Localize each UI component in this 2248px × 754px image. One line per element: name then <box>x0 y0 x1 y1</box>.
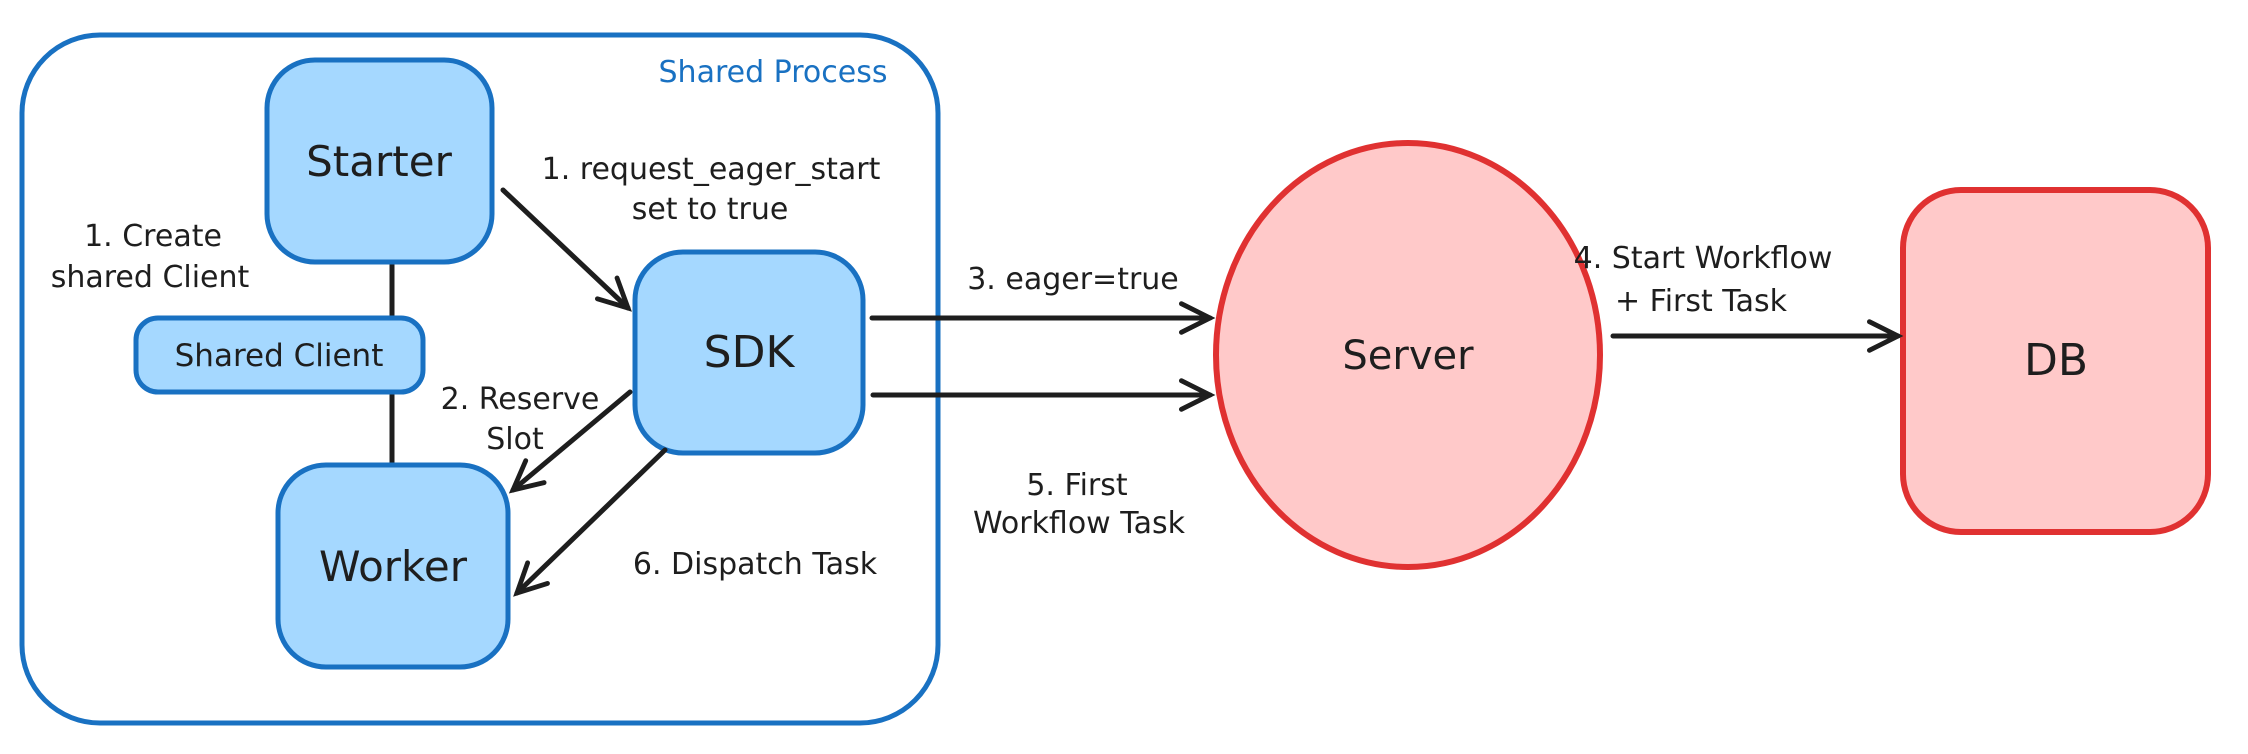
starter-node <box>264 57 495 265</box>
label-request-eager-start-line2: set to true <box>632 192 789 227</box>
shared-process-label: Shared Process <box>659 55 888 90</box>
shared-client-node <box>133 315 426 395</box>
label-dispatch-task: 6. Dispatch Task <box>633 547 878 582</box>
label-eager-true: 3. eager=true <box>967 262 1179 297</box>
server-node <box>1213 140 1603 570</box>
server-label: Server <box>1342 333 1474 379</box>
label-reserve-slot-line1: 2. Reserve <box>441 382 600 417</box>
arrow-request-eager-start <box>500 187 632 312</box>
arrow-dispatch-task <box>513 447 668 597</box>
sdk-label: SDK <box>704 327 796 378</box>
label-first-workflow-task-line1: 5. First <box>1026 468 1128 503</box>
starter-label: Starter <box>306 137 452 186</box>
worker-node <box>275 462 511 670</box>
shared-process-frame <box>19 32 941 726</box>
arrow-reserve-slot <box>508 389 633 494</box>
label-first-workflow-task-line2: Workflow Task <box>973 506 1186 541</box>
label-create-shared-client-line1: 1. Create <box>84 219 222 254</box>
label-create-shared-client-line2: shared Client <box>51 260 250 295</box>
db-node <box>1900 187 2211 535</box>
label-start-workflow-line2: + First Task <box>1615 284 1788 319</box>
label-request-eager-start-line1: 1. request_eager_start <box>542 152 881 187</box>
label-start-workflow-line1: 4. Start Workflow <box>1574 241 1833 276</box>
label-reserve-slot-line2: Slot <box>486 422 544 457</box>
db-label: DB <box>2024 335 2088 386</box>
shared-client-label: Shared Client <box>175 338 384 374</box>
sdk-node <box>632 249 866 456</box>
worker-label: Worker <box>319 542 468 591</box>
